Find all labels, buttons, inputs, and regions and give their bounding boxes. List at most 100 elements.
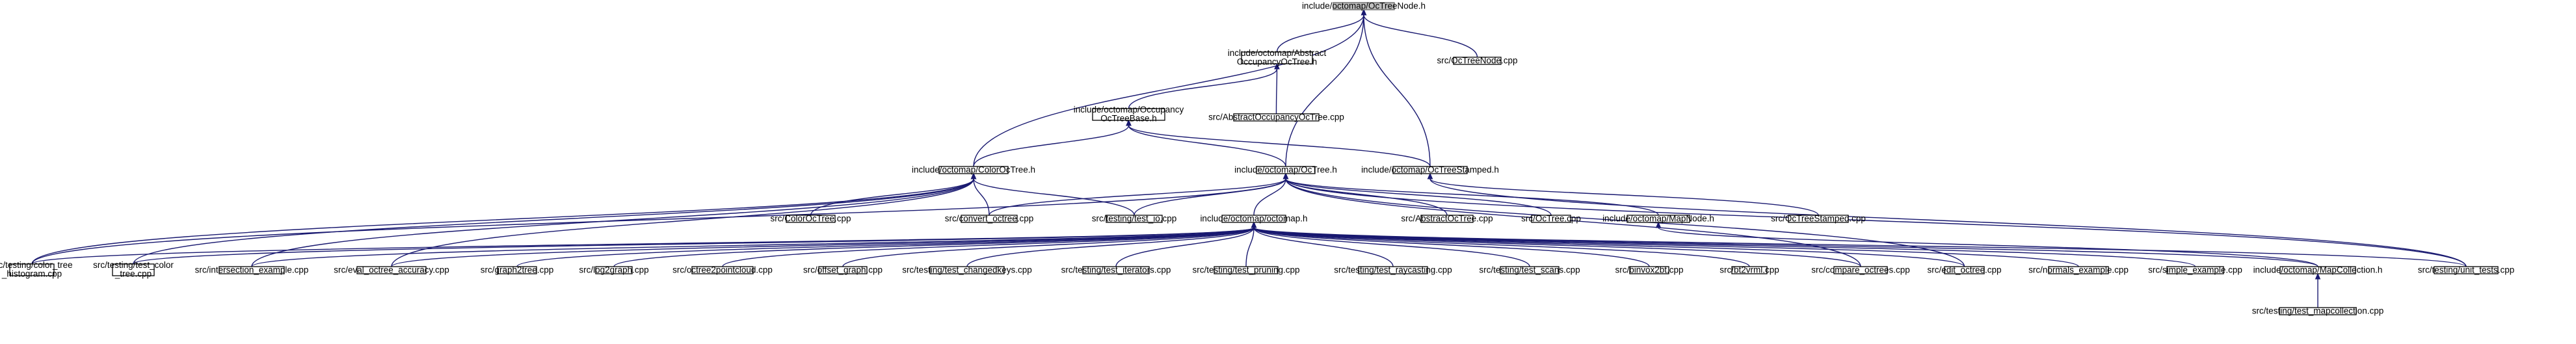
edge-edit-octree-cpp-to-octomap-h <box>1251 221 1965 267</box>
edge-color-octree-h-to-occ-base-h <box>973 119 1132 167</box>
node-label: src/AbstractOccupancyOcTree.cpp <box>1208 112 1344 122</box>
node-label: include/octomap/OcTree.h <box>1234 165 1337 174</box>
node-label: src/normals_example.cpp <box>2028 265 2129 274</box>
node-label: include/octomap/Occupancy <box>1074 105 1184 114</box>
node-mapcollection-h[interactable]: include/octomap/MapCollection.h <box>2253 265 2383 274</box>
node-box <box>112 263 155 276</box>
node-box <box>691 266 754 274</box>
edge-test-mapcollection-cpp-to-mapcollection-h <box>2315 272 2321 308</box>
node-label: src/intersection_example.cpp <box>195 265 309 274</box>
node-test-scans-cpp[interactable]: src/testing/test_scans.cpp <box>1479 265 1580 274</box>
node-box <box>1627 215 1690 223</box>
edge-octree-stamped-h-to-octreenode-h <box>1361 8 1431 167</box>
node-octree2pointcloud-cpp[interactable]: src/octree2pointcloud.cpp <box>672 265 773 274</box>
node-label: src/testing/test_iterators.cpp <box>1061 265 1171 274</box>
node-color-octree-cpp[interactable]: src/ColorOcTree.cpp <box>770 213 851 223</box>
node-octree-stamped-cpp[interactable]: src/OcTreeStamped.cpp <box>1771 213 1866 223</box>
node-box <box>1106 215 1163 223</box>
edge-mapcollection-h-to-octomap-h <box>1251 221 2318 267</box>
node-box <box>2279 307 2357 315</box>
node-octreenode-cpp[interactable]: src/OcTreeNode.cpp <box>1437 55 1517 65</box>
edge-unit-tests-cpp-to-octomap-h <box>1251 221 2467 267</box>
arrowhead <box>1251 221 1257 228</box>
node-label: src/offset_graph.cpp <box>803 265 883 274</box>
node-label: OcTreeBase.h <box>1100 114 1157 124</box>
node-mapnode-h[interactable]: include/octomap/MapNode.h <box>1602 213 1714 223</box>
edge-test-raycasting-cpp-to-octomap-h <box>1251 221 1394 267</box>
node-box <box>1833 266 1888 274</box>
node-label: src/testing/unit_tests.cpp <box>2418 265 2515 274</box>
node-test-pruning-cpp[interactable]: src/testing/test_pruning.cpp <box>1192 265 1299 274</box>
edge-octreenode-cpp-to-octreenode-h <box>1361 8 1478 58</box>
node-box <box>1241 51 1313 64</box>
node-unit-tests-cpp[interactable]: src/testing/unit_tests.cpp <box>2418 265 2515 274</box>
node-label: src/OcTreeNode.cpp <box>1437 55 1517 65</box>
node-box <box>595 266 633 274</box>
node-octree-h[interactable]: include/octomap/OcTree.h <box>1234 165 1337 174</box>
node-bt2vrml-cpp[interactable]: src/bt2vrml.cpp <box>1720 265 1779 274</box>
node-box <box>2048 266 2109 274</box>
node-box <box>1214 266 1279 274</box>
node-compare-octrees-cpp[interactable]: src/compare_octrees.cpp <box>1811 265 1910 274</box>
node-label: src/eval_octree_accuracy.cpp <box>334 265 449 274</box>
node-label: src/testing/test_pruning.cpp <box>1192 265 1299 274</box>
edge-color-octree-h-to-octreenode-h <box>973 8 1367 167</box>
node-label: src/convert_octree.cpp <box>945 213 1034 223</box>
node-test-io-cpp[interactable]: src/testing/test_io.cpp <box>1092 213 1177 223</box>
node-abstract-octree-cpp[interactable]: src/AbstractOcTree.cpp <box>1401 213 1493 223</box>
node-label: _histogram.cpp <box>1 269 62 279</box>
node-abstract-occ-cpp[interactable]: src/AbstractOccupancyOcTree.cpp <box>1208 112 1344 122</box>
node-test-changedkeys-cpp[interactable]: src/testing/test_changedkeys.cpp <box>902 265 1032 274</box>
node-octreenode-h[interactable]: include/octomap/OcTreeNode.h <box>1302 1 1426 10</box>
node-normals-example-cpp[interactable]: src/normals_example.cpp <box>2028 265 2129 274</box>
node-test-raycasting-cpp[interactable]: src/testing/test_raycasting.cpp <box>1334 265 1452 274</box>
arrowhead <box>1655 221 1662 228</box>
node-label: include/octomap/OcTreeStamped.h <box>1361 165 1499 174</box>
edge-octree-stamped-h-to-occ-base-h <box>1126 119 1431 167</box>
node-test-color-tree-cpp[interactable]: src/testing/test_color_tree.cpp <box>93 260 174 279</box>
arrowhead <box>1427 172 1433 179</box>
node-box <box>1944 266 1985 274</box>
node-label: src/compare_octrees.cpp <box>1811 265 1910 274</box>
node-binvox2bt-cpp[interactable]: src/binvox2bt.cpp <box>1615 265 1683 274</box>
node-box <box>1500 266 1560 274</box>
node-color-octree-h[interactable]: include/octomap/ColorOcTree.h <box>912 165 1035 174</box>
node-test-mapcollection-cpp[interactable]: src/testing/test_mapcollection.cpp <box>2252 306 2384 315</box>
graph-nodes: include/octomap/OcTreeNode.h include/octo… <box>0 1 2514 315</box>
node-box <box>2434 266 2499 274</box>
node-label: src/OcTreeStamped.cpp <box>1771 213 1866 223</box>
node-edit-octree-cpp[interactable]: src/edit_octree.cpp <box>1927 265 2001 274</box>
node-label: src/graph2tree.cpp <box>481 265 554 274</box>
node-box <box>356 266 427 274</box>
node-offset-graph-cpp[interactable]: src/offset_graph.cpp <box>803 265 883 274</box>
node-label: include/octomap/Abstract <box>1228 48 1327 58</box>
node-graph2tree-cpp[interactable]: src/graph2tree.cpp <box>481 265 554 274</box>
node-octree-cpp[interactable]: src/OcTree.cpp <box>1521 213 1581 223</box>
node-box <box>2166 266 2224 274</box>
node-log2graph-cpp[interactable]: src/log2graph.cpp <box>579 265 648 274</box>
node-label: include/octomap/OcTreeNode.h <box>1302 1 1426 10</box>
node-label: OccupancyOcTree.h <box>1237 57 1317 67</box>
node-label: include/octomap/octomap.h <box>1200 213 1307 223</box>
node-label: src/testing/test_raycasting.cpp <box>1334 265 1452 274</box>
node-label: src/edit_octree.cpp <box>1927 265 2001 274</box>
node-octomap-h[interactable]: include/octomap/octomap.h <box>1200 213 1307 223</box>
node-box <box>1392 166 1468 174</box>
node-box <box>1531 215 1571 223</box>
node-box <box>818 266 868 274</box>
edge-test-iterators-cpp-to-octomap-h <box>1115 221 1257 267</box>
node-intersection-cpp[interactable]: src/intersection_example.cpp <box>195 265 309 274</box>
node-label: src/log2graph.cpp <box>579 265 648 274</box>
node-test-iterators-cpp[interactable]: src/testing/test_iterators.cpp <box>1061 265 1171 274</box>
node-simple-example-cpp[interactable]: src/simple_example.cpp <box>2148 265 2242 274</box>
node-convert-octree-cpp[interactable]: src/convert_octree.cpp <box>945 213 1034 223</box>
node-color-tree-hist-cpp[interactable]: src/testing/color_tree_histogram.cpp <box>0 260 73 279</box>
node-label: src/octree2pointcloud.cpp <box>672 265 773 274</box>
node-label: src/ColorOcTree.cpp <box>770 213 851 223</box>
node-octree-stamped-h[interactable]: include/octomap/OcTreeStamped.h <box>1361 165 1499 174</box>
node-box <box>1731 266 1768 274</box>
node-eval-accuracy-cpp[interactable]: src/eval_octree_accuracy.cpp <box>334 265 449 274</box>
node-abstract-occ-h[interactable]: include/octomap/AbstractOccupancyOcTree.… <box>1228 48 1327 67</box>
edge-octomap-h-to-octree-h <box>1253 172 1289 216</box>
